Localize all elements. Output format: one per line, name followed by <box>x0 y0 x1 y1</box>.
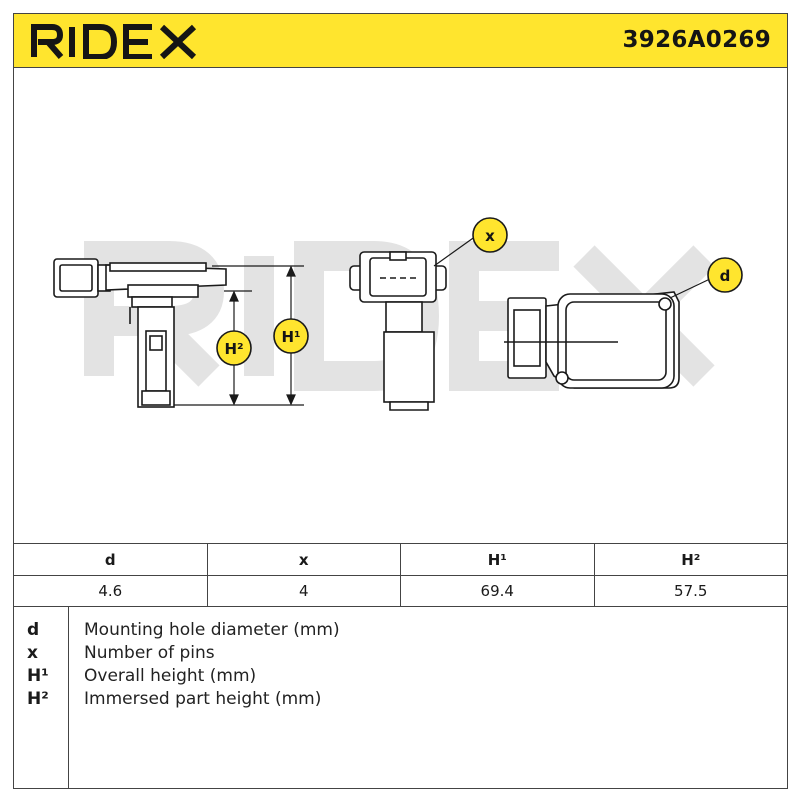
spec-header-x: x <box>206 543 401 576</box>
spec-value-h2: 57.5 <box>593 575 788 607</box>
legend-item: H¹ Overall height (mm) <box>14 665 787 688</box>
legend-symbol: H² <box>27 689 49 709</box>
legend-symbol: x <box>27 643 38 663</box>
x-callout: x <box>433 217 508 267</box>
h2-label: H² <box>224 340 243 358</box>
h2-callout: H² <box>216 330 252 366</box>
spec-header-d: d <box>13 543 208 576</box>
legend-box: d Mounting hole diameter (mm) x Number o… <box>13 607 788 789</box>
spec-value-row: 4.6 4 69.4 57.5 <box>13 575 788 607</box>
spec-value-h1: 69.4 <box>400 575 595 607</box>
legend-symbol: H¹ <box>27 666 49 686</box>
d-callout: d <box>669 257 743 299</box>
d-label: d <box>720 267 731 285</box>
legend-text: Mounting hole diameter (mm) <box>84 620 340 640</box>
spec-header-row: d x H¹ H² <box>13 543 788 576</box>
legend-text: Number of pins <box>84 643 215 663</box>
legend-item: d Mounting hole diameter (mm) <box>14 619 787 642</box>
sensor-front-view <box>349 251 447 411</box>
spec-header-h1: H¹ <box>400 543 595 576</box>
legend-item: H² Immersed part height (mm) <box>14 688 787 711</box>
part-number: 3926A0269 <box>622 27 771 53</box>
x-label: x <box>485 227 495 245</box>
spec-header-h2: H² <box>593 543 788 576</box>
technical-drawing: H² H¹ x <box>13 66 788 543</box>
ridex-logo <box>31 24 197 59</box>
drawing-canvas: H² H¹ x <box>53 217 743 411</box>
spec-value-d: 4.6 <box>13 575 208 607</box>
legend-item: x Number of pins <box>14 642 787 665</box>
sensor-top-view <box>504 291 680 389</box>
legend-symbol: d <box>27 620 40 640</box>
spec-value-x: 4 <box>206 575 401 607</box>
legend-divider <box>68 607 69 788</box>
header-bar: 3926A0269 <box>13 13 788 68</box>
legend-text: Immersed part height (mm) <box>84 689 322 709</box>
legend-text: Overall height (mm) <box>84 666 257 686</box>
h1-callout: H¹ <box>273 318 309 354</box>
h1-label: H¹ <box>281 328 300 346</box>
sensor-side-view <box>53 258 227 408</box>
spec-table: d x H¹ H² 4.6 4 69.4 57.5 <box>13 543 788 607</box>
